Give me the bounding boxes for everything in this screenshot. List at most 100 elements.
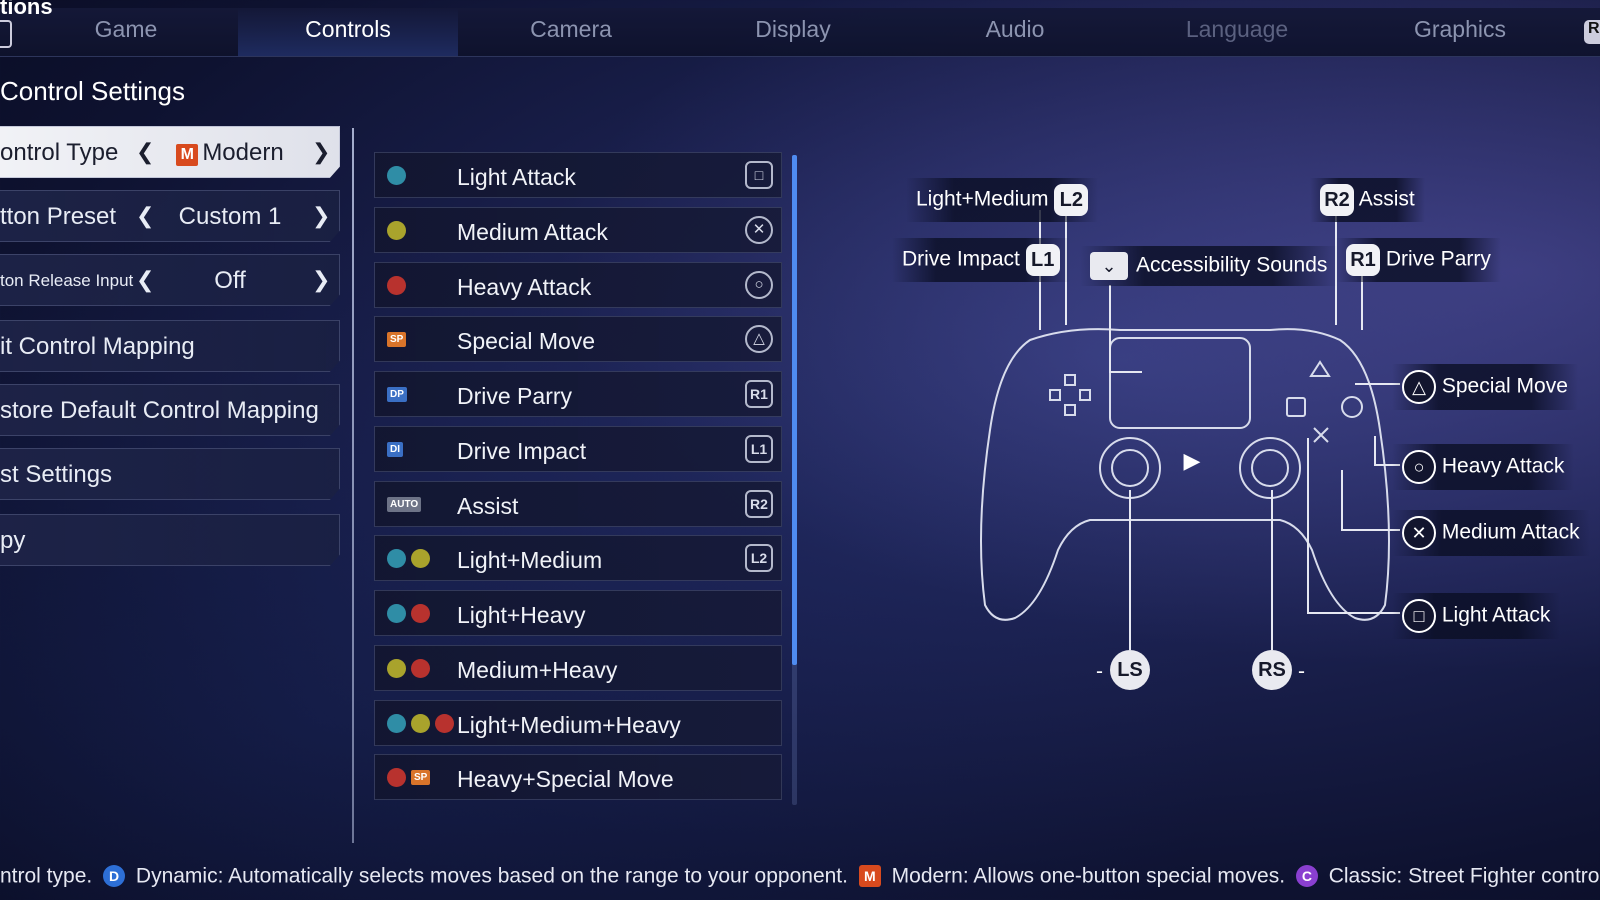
- menu-value: Off: [214, 267, 246, 294]
- menu-label: py: [0, 527, 26, 554]
- color-dot-icon: [411, 659, 430, 678]
- di-tag-icon: DI: [387, 442, 403, 457]
- assigned-button-icon: □: [745, 161, 773, 189]
- callout-square: □ Light Attack: [1392, 593, 1561, 639]
- assigned-button-icon: △: [745, 325, 773, 353]
- callout-cross: ✕ Medium Attack: [1392, 510, 1590, 556]
- arrow-right-icon[interactable]: ❯: [312, 203, 331, 228]
- tab-graphics[interactable]: Graphics: [1413, 16, 1507, 42]
- action-label: Light+Medium+Heavy: [457, 712, 681, 738]
- help-text: ntrol type. D Dynamic: Automatically sel…: [0, 864, 1600, 896]
- callout-r2: R2 Assist: [1310, 178, 1425, 222]
- tab-controls[interactable]: Controls: [305, 16, 391, 42]
- color-dot-icon: [387, 659, 406, 678]
- callout-label: Special Move: [1441, 374, 1568, 398]
- action-label: Assist: [457, 493, 519, 519]
- menu-label: store Default Control Mapping: [0, 397, 319, 424]
- sp-tag-icon: SP: [411, 770, 431, 785]
- modern-icon: M: [858, 865, 881, 888]
- action-row[interactable]: Medium+Heavy: [374, 645, 782, 691]
- menu-copy[interactable]: py: [0, 514, 340, 566]
- page-heading: tions: [0, 0, 53, 19]
- action-row[interactable]: Light+Medium+Heavy: [374, 700, 782, 746]
- tab-display[interactable]: Display: [755, 16, 831, 42]
- action-label: Special Move: [457, 328, 596, 354]
- menu-test-settings[interactable]: st Settings: [0, 448, 340, 500]
- classic-icon: C: [1295, 865, 1318, 888]
- color-dot-icon: [387, 166, 406, 185]
- color-dot-icon: [411, 549, 430, 568]
- action-row[interactable]: Medium Attack✕: [374, 207, 782, 253]
- callout-r1: R1 Drive Parry: [1336, 238, 1501, 282]
- action-label: Medium+Heavy: [457, 657, 618, 683]
- l2-button-icon: L2: [1054, 184, 1089, 216]
- action-icons: [387, 276, 411, 296]
- action-row[interactable]: SP Heavy+Special Move: [374, 754, 782, 800]
- left-stick-icon: LS: [1110, 650, 1150, 690]
- menu-restore-default[interactable]: store Default Control Mapping: [0, 384, 340, 436]
- menu-button-preset[interactable]: tton Preset ❮ Custom 1 ❯: [0, 190, 340, 242]
- color-dot-icon: [387, 549, 406, 568]
- right-bumper-icon[interactable]: R: [1584, 20, 1600, 44]
- assigned-button-icon: L1: [745, 435, 773, 463]
- r1-button-icon: R1: [1346, 244, 1380, 276]
- scrollbar-thumb[interactable]: [792, 155, 797, 665]
- menu-edit-control-mapping[interactable]: it Control Mapping: [0, 320, 340, 372]
- divider: [352, 128, 354, 843]
- square-icon: □: [1402, 599, 1436, 633]
- right-stick-icon: RS: [1252, 650, 1292, 690]
- action-icons: [387, 221, 411, 241]
- action-icons: AUTO: [387, 495, 426, 515]
- dp-tag-icon: DP: [387, 387, 407, 402]
- action-icons: DP: [387, 385, 412, 405]
- color-dot-icon: [387, 768, 406, 787]
- menu-label: ontrol Type: [0, 139, 119, 166]
- menu-label: st Settings: [0, 461, 113, 488]
- r2-button-icon: R2: [1320, 184, 1354, 216]
- tab-audio[interactable]: Audio: [985, 16, 1045, 42]
- action-icons: DI: [387, 440, 408, 460]
- action-label: Light+Heavy: [457, 602, 586, 628]
- action-row[interactable]: Light Attack□: [374, 152, 782, 198]
- color-dot-icon: [387, 276, 406, 295]
- arrow-right-icon[interactable]: ❯: [312, 139, 331, 164]
- menu-button-release-input[interactable]: ton Release Input ❮ Off ❯: [0, 254, 340, 306]
- tab-language[interactable]: Language: [1185, 16, 1289, 42]
- action-icons: [387, 604, 435, 624]
- left-bumper-icon[interactable]: [0, 20, 12, 48]
- arrow-left-icon[interactable]: ❮: [136, 139, 155, 164]
- action-icons: SP: [387, 768, 435, 788]
- help-prefix: ntrol type.: [0, 864, 93, 888]
- callout-label: Drive Parry: [1385, 247, 1491, 271]
- action-row[interactable]: Light+Heavy: [374, 590, 782, 636]
- tab-camera[interactable]: Camera: [530, 16, 612, 42]
- callout-rs-label: -: [1298, 660, 1305, 683]
- callout-label: Accessibility Sounds: [1136, 253, 1328, 277]
- l1-button-icon: L1: [1025, 244, 1060, 276]
- arrow-left-icon[interactable]: ❮: [136, 267, 155, 292]
- menu-value: Custom 1: [178, 203, 282, 230]
- callout-label: Light Attack: [1441, 603, 1551, 627]
- action-label: Heavy+Special Move: [457, 766, 674, 792]
- tab-game[interactable]: Game: [94, 16, 158, 42]
- assigned-button-icon: ○: [745, 271, 773, 299]
- arrow-left-icon[interactable]: ❮: [136, 203, 155, 228]
- action-row[interactable]: Heavy Attack○: [374, 262, 782, 308]
- action-label: Medium Attack: [457, 219, 608, 245]
- circle-icon: ○: [1402, 450, 1436, 484]
- arrow-right-icon[interactable]: ❯: [312, 267, 331, 292]
- menu-label: ton Release Input: [0, 271, 134, 290]
- callout-label: Assist: [1358, 187, 1415, 211]
- action-label: Drive Parry: [457, 383, 573, 409]
- dynamic-icon: D: [103, 865, 126, 888]
- action-icons: [387, 549, 435, 569]
- tab-bar: tions Game Controls Camera Display Audio…: [0, 0, 1600, 57]
- action-icons: SP: [387, 330, 411, 350]
- action-row[interactable]: SP Special Move △: [374, 316, 782, 362]
- color-dot-icon: [411, 604, 430, 623]
